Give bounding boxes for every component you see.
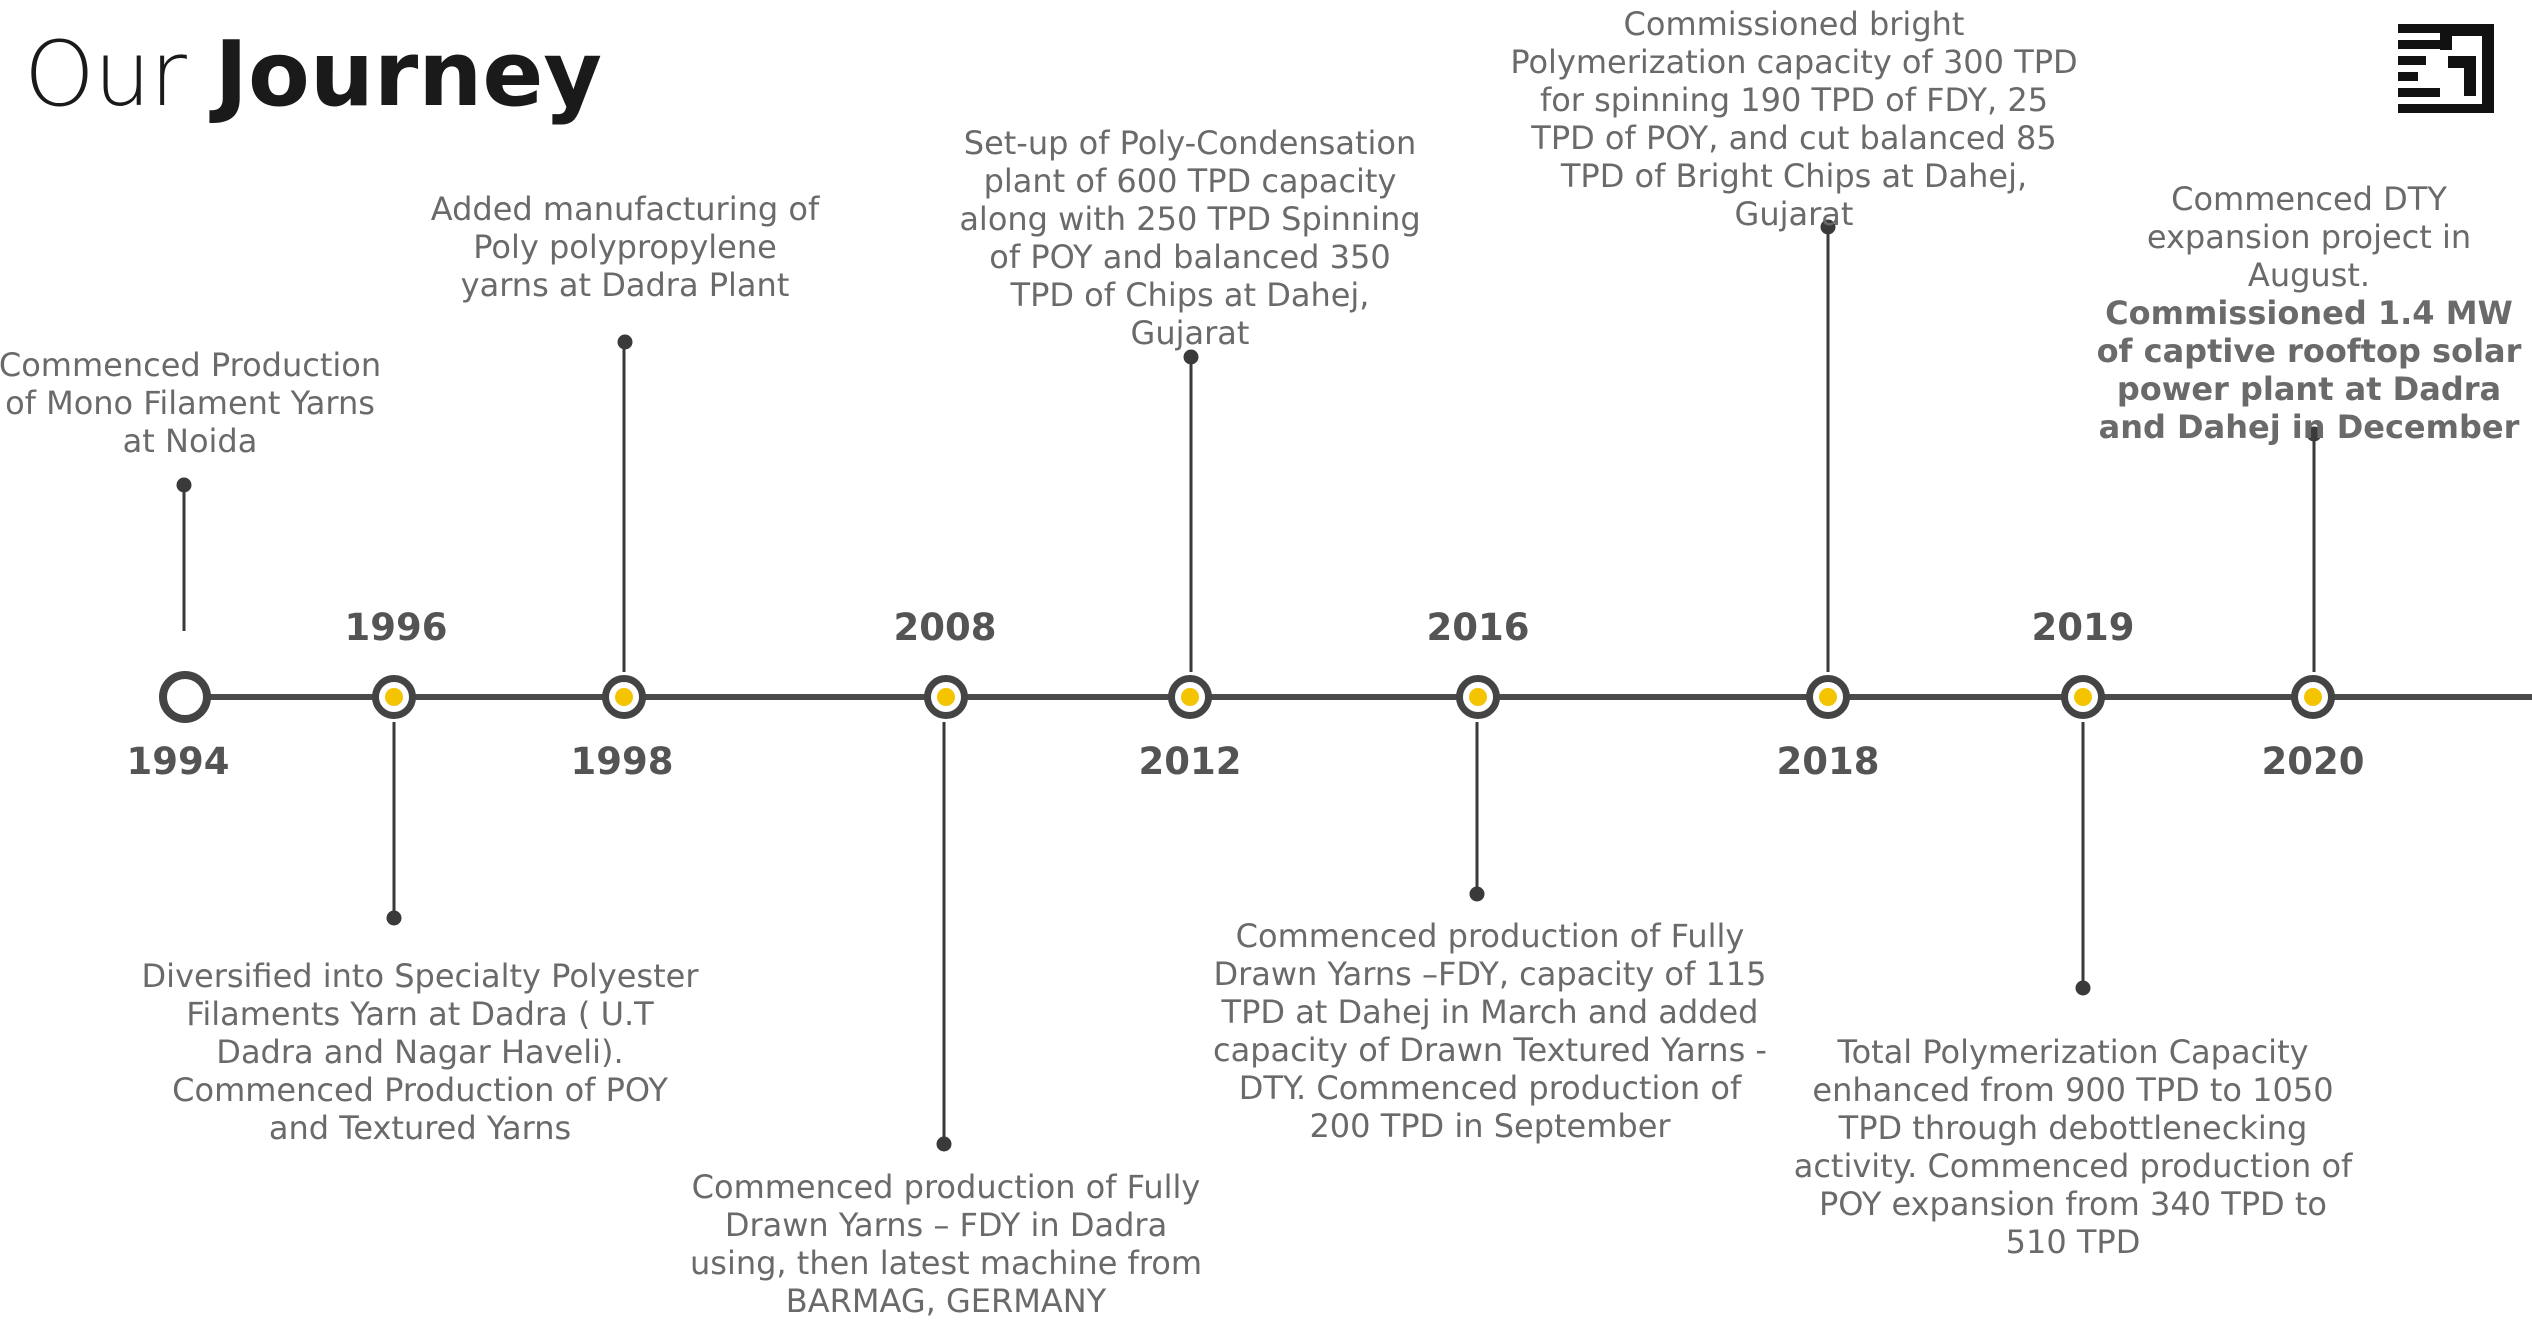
year-label-1994: 1994 bbox=[126, 740, 230, 783]
milestone-node-2020 bbox=[2291, 675, 2335, 719]
event-text-2020: Commenced DTY expansion project in Augus… bbox=[2094, 180, 2524, 446]
connector-end-1996 bbox=[386, 910, 402, 926]
connector-1994 bbox=[182, 485, 186, 631]
node-dot bbox=[1469, 688, 1487, 706]
node-dot bbox=[937, 688, 955, 706]
milestone-node-2008 bbox=[924, 675, 968, 719]
node-dot bbox=[2074, 688, 2092, 706]
event-text-2012: Set-up of Poly-Condensation plant of 600… bbox=[959, 124, 1421, 352]
node-dot bbox=[1819, 688, 1837, 706]
milestone-node-2018 bbox=[1806, 675, 1850, 719]
connector-end-1998 bbox=[617, 334, 633, 350]
connector-end-2016 bbox=[1469, 886, 1485, 902]
connector-2019 bbox=[2081, 722, 2085, 988]
year-label-2008: 2008 bbox=[893, 606, 997, 649]
year-label-2016: 2016 bbox=[1426, 606, 1530, 649]
timeline-axis bbox=[185, 694, 2532, 700]
title-light: Our bbox=[24, 22, 187, 127]
milestone-node-1996 bbox=[372, 675, 416, 719]
event-text-2016: Commenced production of Fully Drawn Yarn… bbox=[1213, 917, 1767, 1145]
company-logo-icon bbox=[2396, 20, 2500, 120]
connector-end-2019 bbox=[2075, 980, 2091, 996]
year-label-1996: 1996 bbox=[344, 606, 448, 649]
milestone-node-1998 bbox=[602, 675, 646, 719]
connector-end-2020 bbox=[2306, 426, 2322, 442]
connector-2008 bbox=[942, 722, 946, 1144]
event-text-2020-bold: Commissioned 1.4 MW of captive rooftop s… bbox=[2096, 294, 2522, 446]
connector-end-2008 bbox=[936, 1136, 952, 1152]
year-label-2018: 2018 bbox=[1776, 740, 1880, 783]
year-label-2020: 2020 bbox=[2261, 740, 2365, 783]
event-text-2019: Total Polymerization Capacity enhanced f… bbox=[1793, 1033, 2353, 1261]
milestone-node-1994 bbox=[159, 671, 211, 723]
node-dot bbox=[1181, 688, 1199, 706]
connector-2020 bbox=[2312, 434, 2316, 672]
node-dot bbox=[615, 688, 633, 706]
page-title: Our Journey bbox=[24, 20, 602, 130]
milestone-node-2016 bbox=[1456, 675, 1500, 719]
node-dot bbox=[385, 688, 403, 706]
year-label-1998: 1998 bbox=[570, 740, 674, 783]
year-label-2019: 2019 bbox=[2031, 606, 2135, 649]
connector-1998 bbox=[622, 342, 626, 672]
event-text-2020-regular: Commenced DTY expansion project in Augus… bbox=[2146, 180, 2472, 294]
title-bold: Journey bbox=[214, 22, 603, 127]
milestone-node-2019 bbox=[2061, 675, 2105, 719]
connector-end-2018 bbox=[1820, 219, 1836, 235]
node-dot bbox=[2304, 688, 2322, 706]
event-text-1998: Added manufacturing of Poly polypropylen… bbox=[430, 190, 820, 304]
connector-end-2012 bbox=[1183, 349, 1199, 365]
connector-2018 bbox=[1826, 227, 1830, 672]
milestone-node-2012 bbox=[1168, 675, 1212, 719]
connector-2016 bbox=[1475, 722, 1479, 894]
event-text-1996: Diversified into Specialty Polyester Fil… bbox=[141, 957, 699, 1147]
event-text-2018: Commissioned bright Polymerization capac… bbox=[1510, 5, 2078, 233]
event-text-1994: Commenced Production of Mono Filament Ya… bbox=[0, 346, 382, 460]
connector-1996 bbox=[392, 722, 396, 918]
connector-2012 bbox=[1189, 357, 1193, 672]
year-label-2012: 2012 bbox=[1138, 740, 1242, 783]
connector-end-1994 bbox=[176, 477, 192, 493]
event-text-2008: Commenced production of Fully Drawn Yarn… bbox=[689, 1168, 1203, 1320]
